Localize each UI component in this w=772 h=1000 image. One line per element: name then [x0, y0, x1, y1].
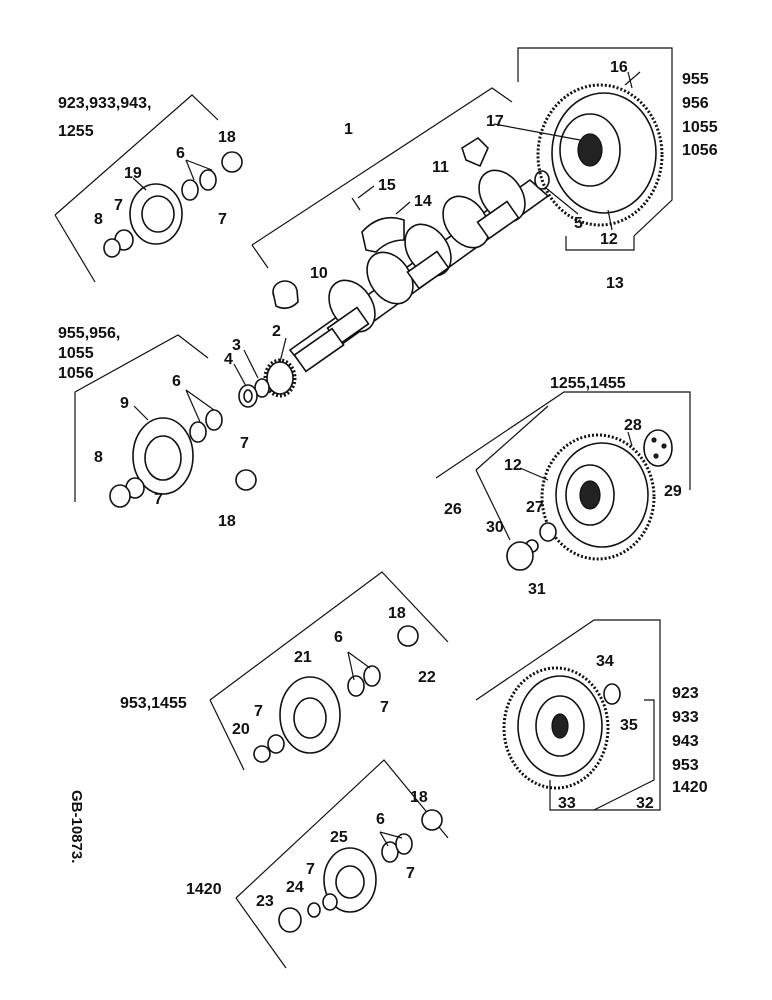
callout-25: 25 [330, 829, 348, 846]
callout-7g: 7 [306, 861, 315, 878]
callout-6b: 6 [172, 373, 181, 390]
callout-4: 4 [224, 351, 233, 368]
callout-6d: 6 [376, 811, 385, 828]
label-955-right-3: 1055 [682, 119, 718, 136]
callout-21: 21 [294, 649, 312, 666]
label-953-1455: 953,1455 [120, 695, 187, 712]
callout-2: 2 [272, 323, 281, 340]
flywheel-bushing [603, 683, 621, 705]
callout-7h: 7 [406, 865, 415, 882]
callout-3: 3 [232, 337, 241, 354]
callout-7e: 7 [254, 703, 263, 720]
pulley-top [103, 151, 243, 258]
callout-23: 23 [256, 893, 274, 910]
callout-29: 29 [664, 483, 682, 500]
callout-28: 28 [624, 417, 642, 434]
o-ring [506, 541, 534, 571]
callout-12a: 12 [600, 231, 618, 248]
callout-15: 15 [378, 177, 396, 194]
crankshaft [288, 169, 550, 373]
label-923-right-3: 943 [672, 733, 699, 750]
callout-10: 10 [310, 265, 328, 282]
callout-5: 5 [574, 215, 583, 232]
callout-13: 13 [606, 275, 624, 292]
label-1255-1455: 1255,1455 [550, 375, 626, 392]
grouping-lines [54, 47, 691, 969]
callout-16: 16 [610, 59, 628, 76]
callout-19: 19 [124, 165, 142, 182]
callout-32: 32 [636, 795, 654, 812]
callout-9: 9 [120, 395, 129, 412]
callout-8b: 8 [94, 449, 103, 466]
callout-24: 24 [286, 879, 304, 896]
label-955-right-4: 1056 [682, 142, 718, 159]
callout-12b: 12 [504, 457, 522, 474]
callout-6a: 6 [176, 145, 185, 162]
callout-14: 14 [414, 193, 432, 210]
label-955-left-1: 955,956, [58, 325, 120, 342]
cap-bolt [351, 197, 361, 211]
group-labels: 923,933,943, 1255 955,956, 1055 1056 955… [58, 71, 718, 898]
callout-31: 31 [528, 581, 546, 598]
label-955-right-2: 956 [682, 95, 709, 112]
callout-18a: 18 [218, 129, 236, 146]
leader-lines [132, 71, 633, 847]
crank-ring-inner [243, 389, 253, 403]
callout-8a: 8 [94, 211, 103, 228]
pilot-bearing [539, 522, 557, 542]
label-955-left-2: 1055 [58, 345, 94, 362]
bearing-cap [361, 216, 405, 253]
pulley-1420 [278, 809, 443, 933]
pulley-middle [109, 409, 257, 508]
main-bearing [272, 280, 299, 310]
pulley-953 [253, 625, 419, 763]
callout-34: 34 [596, 653, 614, 670]
document-id: GB-10873. [68, 790, 85, 863]
label-923-top-1: 923,933,943, [58, 95, 151, 112]
thrust-washer [461, 136, 489, 168]
callout-7d: 7 [154, 491, 163, 508]
label-955-right-1: 955 [682, 71, 709, 88]
label-923-right-5: 1420 [672, 779, 708, 796]
label-923-right-4: 953 [672, 757, 699, 774]
callouts: 1 16 17 11 15 14 5 12 13 10 18 6 19 7 8 … [94, 59, 682, 910]
label-923-right-1: 923 [672, 685, 699, 702]
callout-18b: 18 [218, 513, 236, 530]
flywheel-bottom [502, 666, 610, 790]
callout-20: 20 [232, 721, 250, 738]
label-955-left-3: 1056 [58, 365, 94, 382]
flywheel-middle [540, 433, 656, 561]
callout-6c: 6 [334, 629, 343, 646]
callout-35: 35 [620, 717, 638, 734]
label-923-top-2: 1255 [58, 123, 94, 140]
callout-30: 30 [486, 519, 504, 536]
flywheel-top [536, 71, 664, 227]
callout-17: 17 [486, 113, 504, 130]
callout-7b: 7 [218, 211, 227, 228]
callout-1: 1 [344, 121, 353, 138]
callout-7f: 7 [380, 699, 389, 716]
label-923-right-2: 933 [672, 709, 699, 726]
drive-flange [643, 429, 673, 467]
callout-26: 26 [444, 501, 462, 518]
callout-7c: 7 [240, 435, 249, 452]
callout-33: 33 [558, 795, 576, 812]
callout-18d: 18 [410, 789, 428, 806]
callout-11: 11 [432, 159, 449, 176]
callout-27: 27 [526, 499, 544, 516]
callout-18c: 18 [388, 605, 406, 622]
callout-7a: 7 [114, 197, 123, 214]
label-1420: 1420 [186, 881, 222, 898]
callout-22: 22 [418, 669, 436, 686]
